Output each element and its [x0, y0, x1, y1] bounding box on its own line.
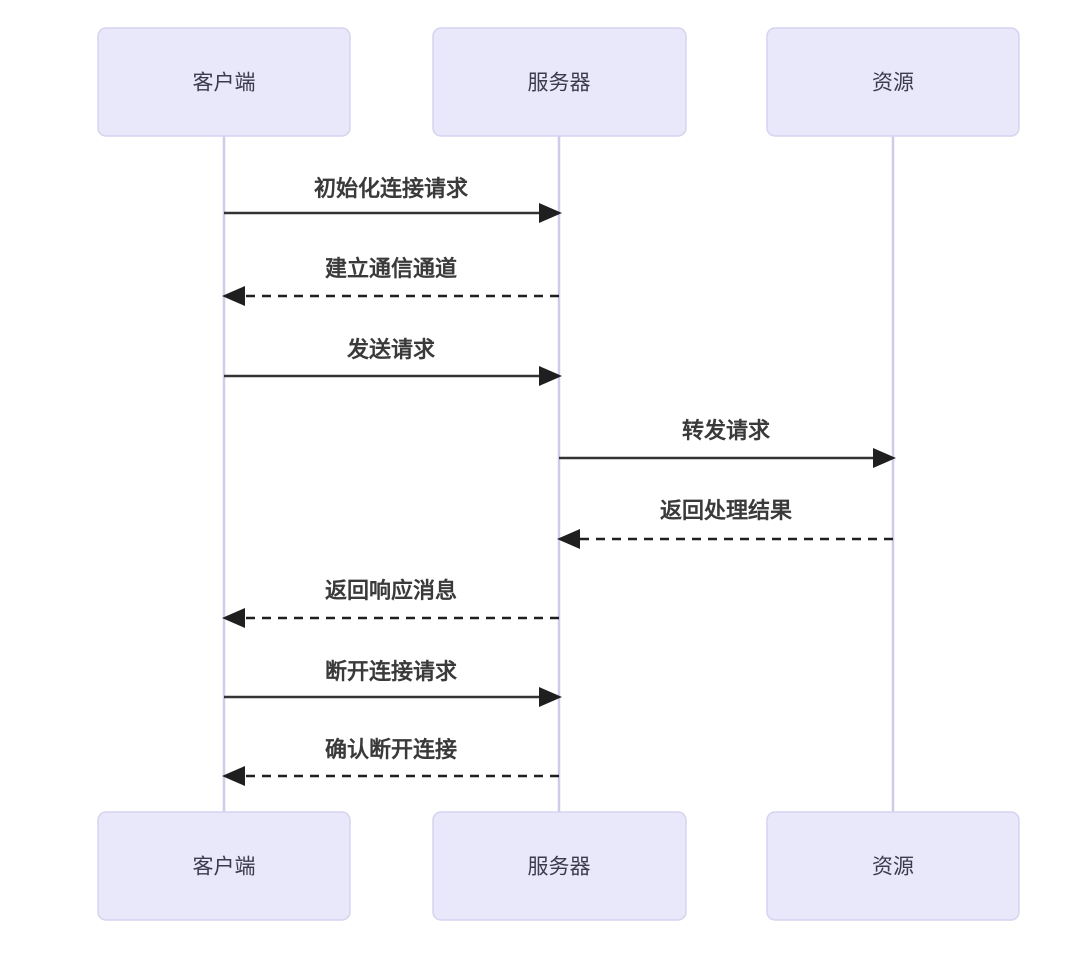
- message-8-confirm-disconnect: 确认断开连接: [222, 737, 559, 786]
- message-5-arrowhead: [557, 529, 580, 549]
- message-5-return-result: 返回处理结果: [557, 498, 893, 549]
- message-6-return-response: 返回响应消息: [222, 578, 559, 628]
- participants-bottom-group: 客户端 服务器 资源: [97, 811, 1020, 921]
- message-1-arrowhead: [539, 203, 562, 223]
- participant-top-resource-label: 资源: [872, 72, 914, 95]
- participant-bottom-client[interactable]: 客户端: [97, 811, 351, 921]
- participant-top-server[interactable]: 服务器: [432, 27, 687, 137]
- message-2-label: 建立通信通道: [325, 256, 457, 281]
- message-4-arrowhead: [873, 448, 896, 468]
- participant-top-server-label: 服务器: [528, 72, 591, 95]
- message-3-label: 发送请求: [346, 337, 435, 362]
- message-8-arrowhead: [222, 766, 245, 786]
- participant-top-client-label: 客户端: [193, 72, 256, 95]
- participant-top-resource-box[interactable]: [766, 27, 1020, 137]
- message-3-arrowhead: [539, 366, 562, 386]
- message-3-send-request: 发送请求: [224, 337, 562, 386]
- participant-bottom-server[interactable]: 服务器: [432, 811, 687, 921]
- message-6-arrowhead: [222, 608, 245, 628]
- participant-top-client[interactable]: 客户端: [97, 27, 351, 137]
- participant-bottom-server-box[interactable]: [432, 811, 687, 921]
- message-7-arrowhead: [539, 687, 562, 707]
- message-7-disconnect-request: 断开连接请求: [224, 659, 562, 707]
- participant-top-resource[interactable]: 资源: [766, 27, 1020, 137]
- message-4-forward-request: 转发请求: [559, 418, 896, 468]
- participant-bottom-resource[interactable]: 资源: [766, 811, 1020, 921]
- message-1-label: 初始化连接请求: [314, 176, 468, 201]
- message-8-label: 确认断开连接: [325, 737, 457, 762]
- message-1-init-connection-request: 初始化连接请求: [224, 176, 562, 223]
- participant-bottom-server-label: 服务器: [528, 856, 591, 879]
- message-4-label: 转发请求: [682, 418, 770, 443]
- lifelines-group: [222, 136, 895, 812]
- message-7-label: 断开连接请求: [325, 659, 457, 684]
- participant-bottom-client-box[interactable]: [97, 811, 351, 921]
- message-2-establish-channel: 建立通信通道: [222, 256, 559, 306]
- participants-top-group: 客户端 服务器 资源: [97, 27, 1020, 137]
- message-6-label: 返回响应消息: [325, 578, 457, 603]
- participant-bottom-client-label: 客户端: [193, 856, 256, 879]
- participant-bottom-resource-box[interactable]: [766, 811, 1020, 921]
- participant-top-server-box[interactable]: [432, 27, 687, 137]
- participant-top-client-box[interactable]: [97, 27, 351, 137]
- message-5-label: 返回处理结果: [660, 498, 792, 523]
- message-2-arrowhead: [222, 286, 245, 306]
- participant-bottom-resource-label: 资源: [872, 856, 914, 879]
